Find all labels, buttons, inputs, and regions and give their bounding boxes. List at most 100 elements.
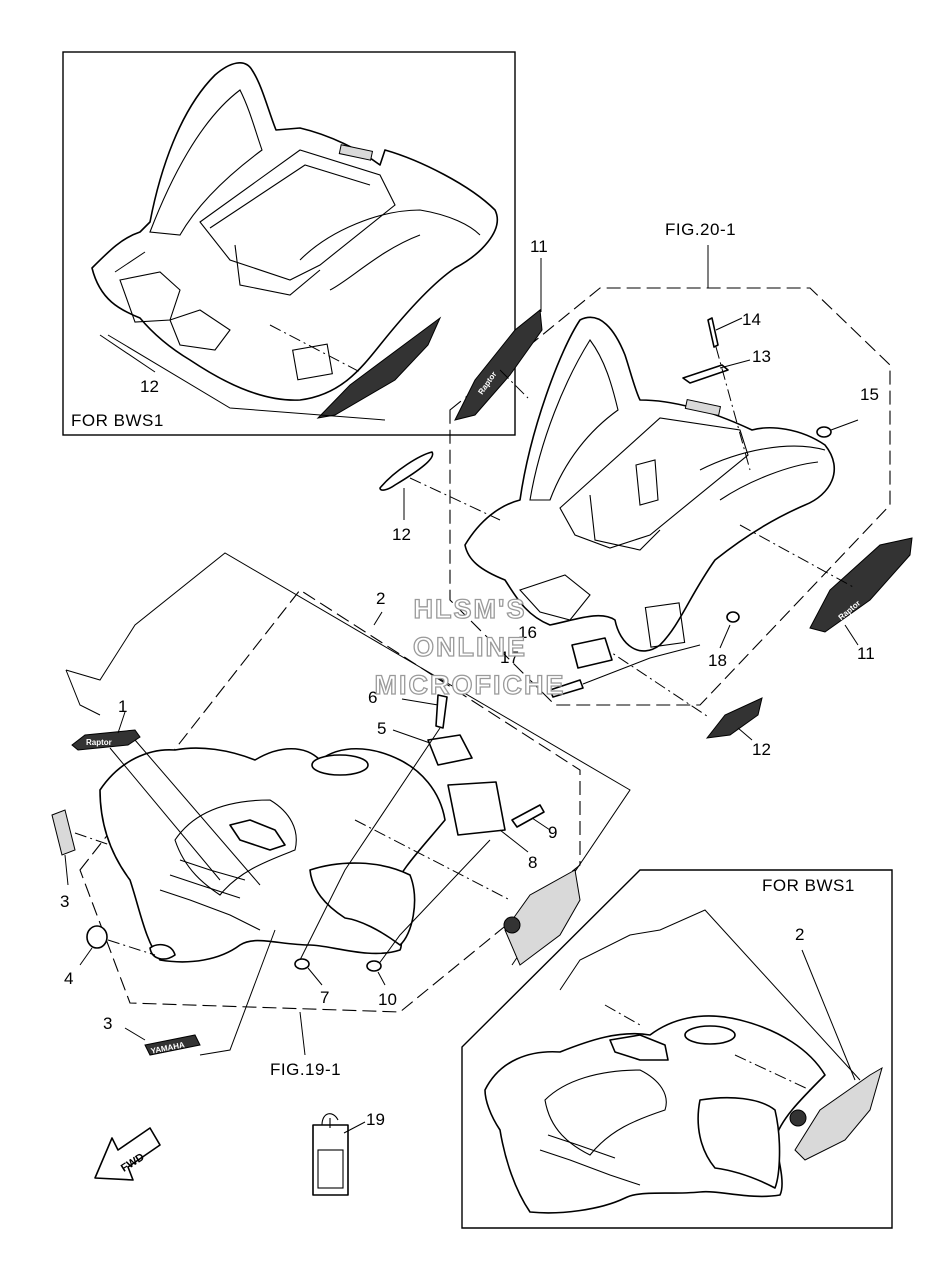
front-fender-assembly: 2 Raptor 1 3 4 5 6 xyxy=(51,552,631,1079)
callout-10: 10 xyxy=(378,990,397,1009)
plate-5 xyxy=(427,734,473,766)
rear-fender-assembly: FIG.20-1 Raptor 11 Raptor 11 12 xyxy=(379,220,913,759)
inset-bws1-front-fender: FOR BWS1 2 xyxy=(461,869,893,1229)
inset-leader-2 xyxy=(801,949,856,1081)
leader-12-lower xyxy=(737,727,753,741)
front-mount-bracket xyxy=(229,819,286,851)
inset-dashdot-b xyxy=(734,1054,811,1091)
callout-12-lower: 12 xyxy=(752,740,771,759)
tag-19-group: 19 xyxy=(312,1110,385,1196)
inset-bws1-rear-fender: 12 FOR BWS1 xyxy=(62,51,516,436)
decal-2-emblem xyxy=(503,916,521,934)
dashdot-11-right xyxy=(739,524,856,589)
inset-dashdot-a xyxy=(604,1004,641,1026)
screw-9 xyxy=(511,804,545,828)
leader-2-tail xyxy=(65,669,101,716)
inset-leader-12b xyxy=(99,334,156,373)
decal-11-left xyxy=(454,309,543,421)
leader-8b xyxy=(377,839,491,966)
leader-9 xyxy=(531,817,551,831)
front-chevron-1 xyxy=(159,889,261,931)
leader-1b xyxy=(109,747,221,881)
inset-leader-2-outline xyxy=(559,909,861,1081)
inset-callout-line xyxy=(107,334,386,421)
front-fuel-cap-opening xyxy=(311,754,369,776)
fig-20-1-label: FIG.20-1 xyxy=(665,220,736,239)
leader-1c xyxy=(134,739,261,886)
fwd-arrow-group: FWD xyxy=(94,1127,161,1181)
dashdot-12-lower xyxy=(599,644,711,719)
leader-11-right xyxy=(844,624,859,646)
rear-fender-boundary xyxy=(449,287,891,706)
leader-6 xyxy=(401,698,439,706)
rear-storage-tub xyxy=(559,417,749,549)
callout-11-right: 11 xyxy=(857,644,875,663)
grommet-15 xyxy=(816,426,832,438)
inset-frame-top xyxy=(62,51,516,436)
callout-16: 16 xyxy=(518,623,537,642)
inset-title-top: FOR BWS1 xyxy=(71,411,164,430)
label-13 xyxy=(682,364,729,384)
tag-19-window xyxy=(317,1149,344,1189)
inset-storage-tub xyxy=(199,149,396,281)
inset-chevron-1 xyxy=(539,1149,641,1186)
tag-19-string xyxy=(321,1113,339,1128)
rear-left-mount xyxy=(519,574,591,621)
decal-3-yamaha xyxy=(144,1034,201,1056)
dashdot-2 xyxy=(354,819,511,901)
inset-plate-recess xyxy=(292,343,333,381)
inset-left-mount xyxy=(119,271,181,323)
fig-19-1-leader xyxy=(299,1011,306,1056)
front-reflector-mount xyxy=(149,943,176,960)
leader-17 xyxy=(582,644,701,685)
grommet-7 xyxy=(294,958,310,970)
inset-title-bottom: FOR BWS1 xyxy=(762,876,855,895)
leader-10 xyxy=(377,971,386,986)
front-chevron-2 xyxy=(169,874,241,899)
callout-3-side: 3 xyxy=(60,892,69,911)
dashdot-4 xyxy=(107,939,156,956)
leader-6b xyxy=(299,727,441,961)
inset-fender-curve xyxy=(299,209,481,261)
inset-emblem xyxy=(789,1109,807,1127)
dashdot-11-left xyxy=(499,369,529,399)
callout-2-inset: 2 xyxy=(795,925,804,944)
leader-5 xyxy=(392,729,431,744)
grommet-10 xyxy=(366,960,382,972)
leader-3-yamaha-b xyxy=(199,929,276,1056)
rear-fender-arch xyxy=(699,445,826,471)
plate-8 xyxy=(447,781,506,836)
fwd-arrow-icon xyxy=(94,1127,161,1181)
tag-19 xyxy=(312,1124,349,1196)
inset-chevron-2 xyxy=(547,1134,616,1159)
watermark-line-2: ONLINE xyxy=(413,632,527,662)
inset-bracket xyxy=(609,1034,669,1061)
plate-16 xyxy=(571,637,613,669)
inset-right-flare xyxy=(697,1096,781,1189)
decal-1-text: Raptor xyxy=(86,738,112,747)
front-chevron-3 xyxy=(179,859,246,881)
grommet-18 xyxy=(726,611,740,623)
callout-3-yamaha: 3 xyxy=(103,1014,112,1033)
callout-5: 5 xyxy=(377,719,386,738)
decal-12-lower xyxy=(705,697,763,739)
leader-3-yamaha xyxy=(124,1027,146,1041)
front-center-panel xyxy=(174,799,297,896)
inset-fuel-cap xyxy=(684,1025,736,1045)
inset-tub-wall xyxy=(234,244,321,296)
callout-8: 8 xyxy=(528,853,537,872)
reflector-4 xyxy=(86,925,108,949)
leader-1 xyxy=(117,711,126,734)
leader-13 xyxy=(719,359,751,369)
callout-17: 17 xyxy=(500,648,519,667)
leader-18 xyxy=(719,624,731,649)
rear-left-panel xyxy=(529,339,619,501)
callout-11-left: 11 xyxy=(530,237,548,256)
leader-2 xyxy=(373,611,383,626)
inset-frame-bottom xyxy=(461,869,893,1229)
rear-tub-insert xyxy=(635,459,659,506)
decal-1 xyxy=(71,729,141,751)
watermark: HLSM'S ONLINE MICROFICHE xyxy=(374,593,564,700)
leader-2-outline xyxy=(65,552,631,966)
inset-left-step xyxy=(169,309,231,351)
